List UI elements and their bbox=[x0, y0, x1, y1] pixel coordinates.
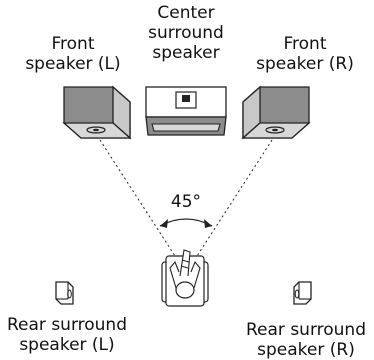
right-sight-line bbox=[196, 139, 273, 257]
front-right-speaker bbox=[241, 85, 311, 140]
label-angle: 45° bbox=[170, 192, 202, 212]
rear-left-speaker bbox=[55, 281, 74, 305]
label-front-right: Front speaker (R) bbox=[256, 34, 354, 74]
angle-arc bbox=[159, 218, 213, 228]
label-center-speaker: Center surround speaker bbox=[148, 3, 224, 63]
listener-icon bbox=[161, 249, 209, 307]
label-front-left: Front speaker (L) bbox=[25, 34, 121, 74]
left-sight-line bbox=[99, 139, 176, 257]
center-speaker bbox=[145, 86, 227, 136]
label-rear-right: Rear surround speaker (R) bbox=[246, 320, 366, 360]
rear-right-speaker bbox=[293, 281, 312, 305]
label-rear-left: Rear surround speaker (L) bbox=[7, 315, 127, 355]
front-left-speaker bbox=[62, 85, 132, 140]
